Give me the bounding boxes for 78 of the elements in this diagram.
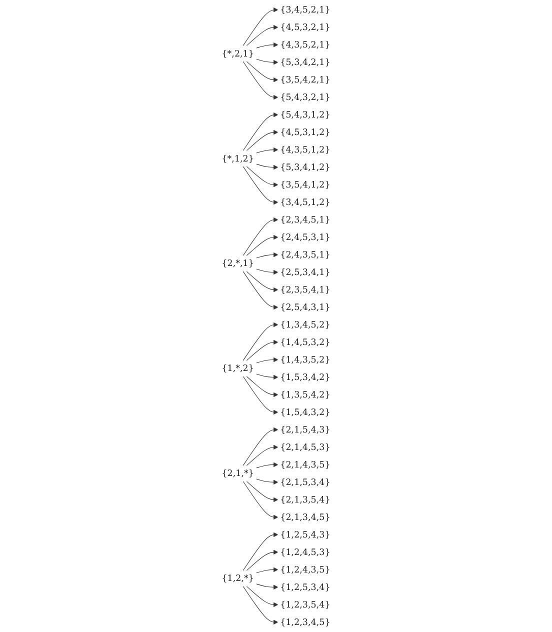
arrow xyxy=(256,478,278,485)
node-text: {3,4,5,1,2} xyxy=(280,196,330,208)
arrow xyxy=(246,130,278,152)
node-text: {1,2,3,4,5} xyxy=(280,616,330,628)
node-text: {1,4,5,3,2} xyxy=(280,336,330,348)
node-text: {4,3,5,2,1} xyxy=(280,39,330,50)
node-text: {1,2,5,4,3} xyxy=(280,529,330,540)
node-text: {2,1,*} xyxy=(222,468,254,478)
node-text: {*,2,1} xyxy=(222,48,254,58)
node-text: {2,1,4,3,5} xyxy=(280,459,330,470)
node-text: {1,*,2} xyxy=(222,363,254,374)
node-text: {1,2,*} xyxy=(222,572,254,584)
arrow xyxy=(246,376,278,398)
arrow xyxy=(242,7,278,46)
arrow xyxy=(246,234,278,256)
node-text: {4,5,3,2,1} xyxy=(280,22,330,32)
arrow xyxy=(256,147,278,154)
node-text: {1,3,4,5,2} xyxy=(280,319,330,330)
arrow xyxy=(256,164,278,170)
node-text: {1,2,5,3,4} xyxy=(280,582,330,592)
arrow xyxy=(242,376,278,415)
arrow xyxy=(242,60,278,100)
arrow xyxy=(246,480,278,502)
node-text: {5,4,3,1,2} xyxy=(280,109,330,120)
arrow xyxy=(246,60,278,82)
node-text: {2,1,5,3,4} xyxy=(280,476,330,488)
node-text: {2,*,1} xyxy=(222,258,254,268)
arrow xyxy=(242,112,278,152)
node-text: {2,1,3,5,4} xyxy=(280,494,330,505)
arrow xyxy=(242,480,278,520)
arrow xyxy=(242,166,278,205)
node-text: {3,5,4,2,1} xyxy=(280,74,330,85)
arrow xyxy=(246,586,278,608)
node-text: {2,1,4,5,3} xyxy=(280,442,330,452)
node-text: {1,3,5,4,2} xyxy=(280,389,330,400)
node-text: {1,2,4,5,3} xyxy=(280,546,330,558)
arrow xyxy=(256,374,278,380)
node-text: {2,4,3,5,1} xyxy=(280,249,330,260)
node-text: {5,3,4,1,2} xyxy=(280,162,330,172)
node-text: {3,5,4,1,2} xyxy=(280,179,330,190)
arrow xyxy=(242,586,278,625)
node-text: {1,5,3,4,2} xyxy=(280,372,330,382)
arrow xyxy=(256,357,278,364)
arrow xyxy=(242,427,278,466)
arrow xyxy=(256,58,278,65)
node-text: {1,5,4,3,2} xyxy=(280,406,330,418)
node-text: {5,4,3,2,1} xyxy=(280,92,330,102)
node-text: {1,2,3,5,4} xyxy=(280,599,330,610)
node-text: {*,1,2} xyxy=(222,153,254,164)
node-text: {2,4,5,3,1} xyxy=(280,232,330,242)
node-text: {5,3,4,2,1} xyxy=(280,56,330,68)
arrow xyxy=(242,270,278,310)
arrow xyxy=(246,444,278,466)
arrow xyxy=(242,217,278,256)
arrow xyxy=(246,24,278,46)
node-text: {2,3,5,4,1} xyxy=(280,284,330,295)
node-text: {2,3,4,5,1} xyxy=(280,214,330,225)
node-text: {1,4,3,5,2} xyxy=(280,354,330,365)
arrow xyxy=(242,322,278,362)
arrow xyxy=(256,567,278,574)
node-text: {2,5,4,3,1} xyxy=(280,302,330,312)
arrow xyxy=(256,584,278,590)
arrow xyxy=(256,462,278,468)
arrow xyxy=(242,532,278,572)
arrow xyxy=(256,268,278,275)
node-text: {2,5,3,4,1} xyxy=(280,266,330,278)
arrow xyxy=(246,340,278,362)
arrow xyxy=(246,166,278,188)
node-text: {2,1,3,4,5} xyxy=(280,512,330,522)
node-text: {4,3,5,1,2} xyxy=(280,144,330,155)
arrow xyxy=(246,270,278,292)
arrow xyxy=(256,42,278,48)
node-text: {2,1,5,4,3} xyxy=(280,424,330,435)
arrow xyxy=(256,252,278,258)
arrow xyxy=(246,550,278,572)
node-text: {1,2,4,3,5} xyxy=(280,564,330,575)
node-text: {4,5,3,1,2} xyxy=(280,126,330,138)
node-text: {3,4,5,2,1} xyxy=(280,4,330,15)
